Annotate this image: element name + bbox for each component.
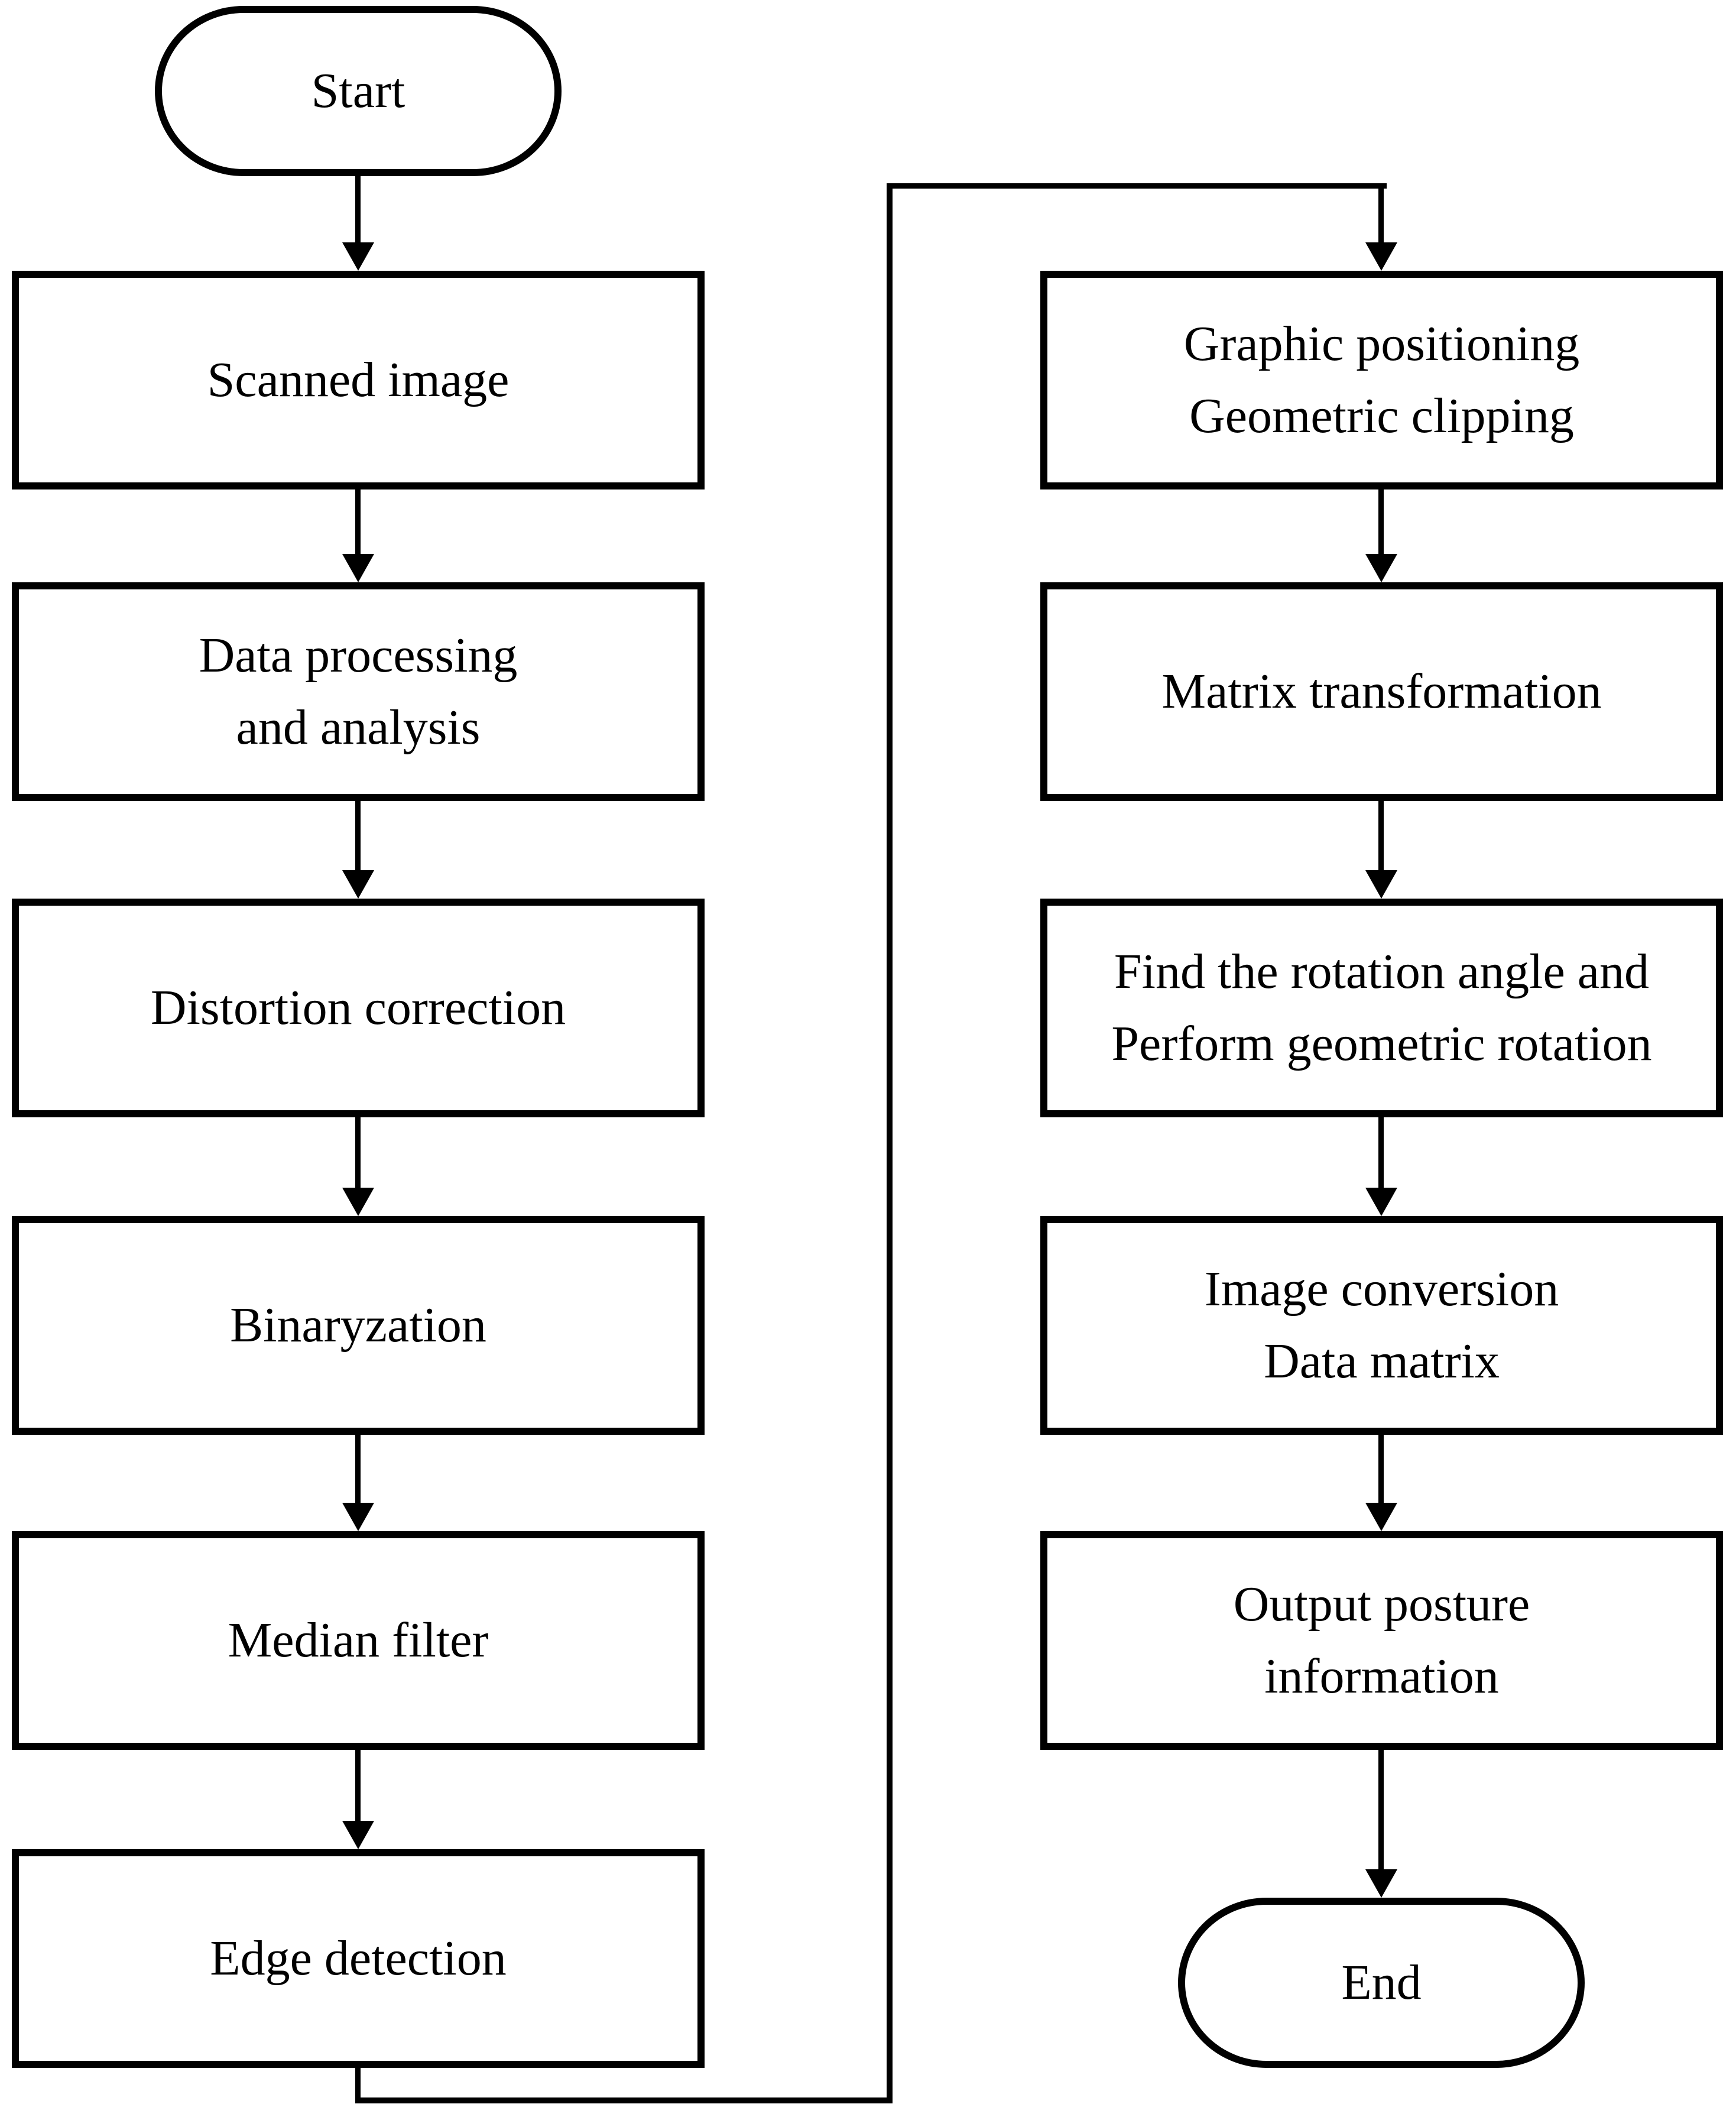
node-start: Start: [155, 6, 562, 176]
node-graphic-positioning: Graphic positioning Geometric clipping: [1040, 271, 1723, 489]
node-image-conversion: Image conversion Data matrix: [1040, 1216, 1723, 1435]
node-scanned-image: Scanned image: [12, 271, 705, 489]
node-end-label: End: [1341, 1955, 1422, 2011]
connector-segment-down: [355, 2065, 361, 2100]
connector-segment-bottom: [355, 2097, 893, 2103]
arrow-head-icon: [1365, 242, 1397, 271]
node-median-filter-label: Median filter: [228, 1613, 489, 1668]
arrow-head-icon: [1365, 870, 1397, 899]
node-edge-detection: Edge detection: [12, 1849, 705, 2068]
node-distortion-correction: Distortion correction: [12, 899, 705, 1117]
arrow-head-icon: [1365, 554, 1397, 582]
arrow-shaft: [355, 798, 361, 871]
node-image-conversion-label: Image conversion Data matrix: [1204, 1262, 1559, 1389]
node-data-processing-label: Data processing and analysis: [199, 628, 518, 755]
arrow-head-icon: [1365, 1188, 1397, 1216]
arrow-head-icon: [342, 554, 374, 582]
node-binaryzation-label: Binaryzation: [230, 1298, 486, 1353]
arrow-head-icon: [1365, 1869, 1397, 1898]
arrow-shaft: [1378, 1432, 1384, 1504]
arrow-head-icon: [342, 1503, 374, 1531]
connector-segment-vertical: [887, 183, 893, 2103]
node-find-rotation-label: Find the rotation angle and Perform geom…: [1111, 944, 1652, 1071]
arrow-shaft: [1378, 487, 1384, 555]
arrow-shaft: [355, 1432, 361, 1504]
node-binaryzation: Binaryzation: [12, 1216, 705, 1435]
node-median-filter: Median filter: [12, 1531, 705, 1750]
node-matrix-transformation-label: Matrix transformation: [1161, 664, 1602, 719]
arrow-shaft: [1378, 183, 1384, 244]
arrow-shaft: [355, 174, 361, 244]
arrow-shaft: [355, 1114, 361, 1189]
node-output-posture: Output posture information: [1040, 1531, 1723, 1750]
connector-segment-top: [887, 183, 1387, 189]
node-matrix-transformation: Matrix transformation: [1040, 582, 1723, 801]
node-start-label: Start: [311, 63, 405, 119]
arrow-head-icon: [342, 242, 374, 271]
node-distortion-correction-label: Distortion correction: [150, 980, 566, 1036]
arrow-shaft: [1378, 1114, 1384, 1189]
arrow-shaft: [1378, 1747, 1384, 1870]
node-find-rotation: Find the rotation angle and Perform geom…: [1040, 899, 1723, 1117]
arrow-head-icon: [342, 1821, 374, 1849]
arrow-shaft: [1378, 798, 1384, 871]
arrow-head-icon: [342, 870, 374, 899]
arrow-shaft: [355, 487, 361, 555]
node-scanned-image-label: Scanned image: [207, 352, 510, 408]
arrow-head-icon: [1365, 1503, 1397, 1531]
node-edge-detection-label: Edge detection: [210, 1931, 507, 1986]
node-output-posture-label: Output posture information: [1233, 1577, 1530, 1704]
arrow-shaft: [355, 1747, 361, 1822]
node-graphic-positioning-label: Graphic positioning Geometric clipping: [1183, 316, 1580, 443]
node-data-processing: Data processing and analysis: [12, 582, 705, 801]
node-end: End: [1178, 1898, 1585, 2068]
arrow-head-icon: [342, 1188, 374, 1216]
